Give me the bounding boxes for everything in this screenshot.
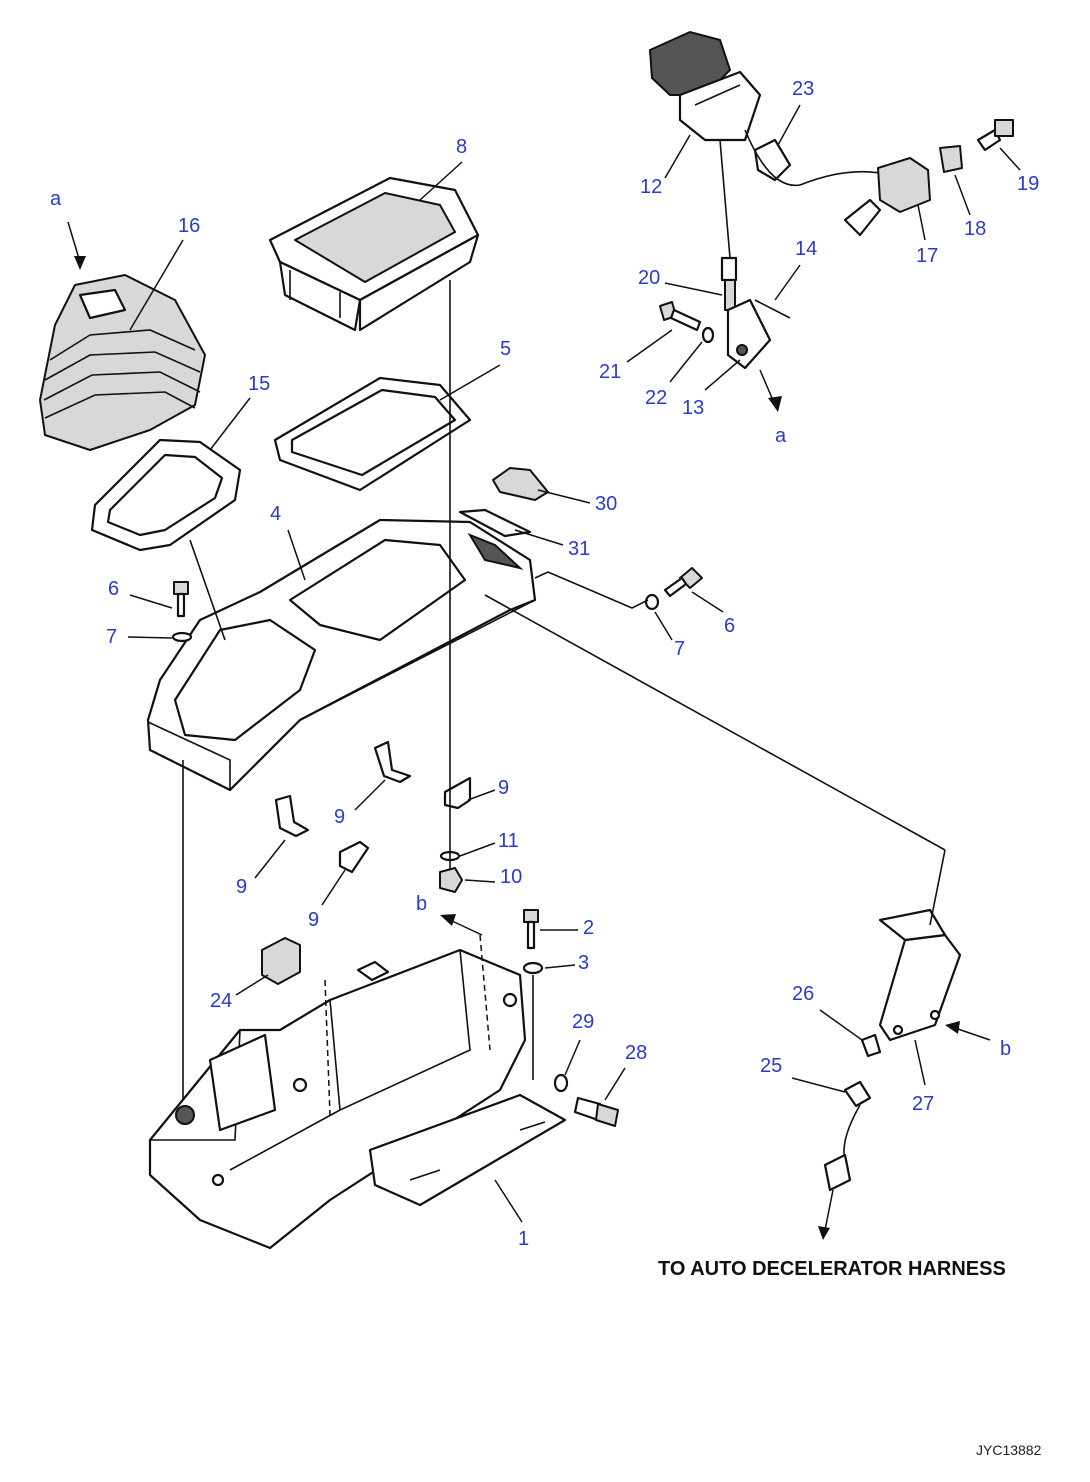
part-12-knob [648,30,762,142]
callout-16: 16 [178,215,200,237]
callout-19: 19 [1017,173,1039,195]
part-31-plate [458,508,532,538]
ref-a-top: a [50,188,62,210]
callout-24: 24 [210,990,232,1012]
part-29-washer [553,1073,569,1093]
callout-28: 28 [625,1042,647,1064]
callout-31: 31 [568,538,590,560]
callout-10: 10 [500,866,522,888]
part-27-bracket [878,908,962,1042]
assembly-lines [182,139,946,1116]
callout-13: 13 [682,397,704,419]
harness-caption: TO AUTO DECELERATOR HARNESS [658,1258,1006,1280]
part-20-shaft [720,256,738,311]
callout-7-right: 7 [674,638,685,660]
callout-20: 20 [638,267,660,289]
callout-4: 4 [270,503,281,525]
part-17-switch [843,157,931,237]
callout-3: 3 [578,952,589,974]
part-2-bolt [523,909,539,950]
part-15-frame [90,438,242,552]
callout-23: 23 [792,78,814,100]
part-18-cover [939,145,963,173]
callout-6-right: 6 [724,615,735,637]
ref-a-right: a [775,425,787,447]
callout-29: 29 [572,1011,594,1033]
part-10-nut [439,867,463,893]
part-26-clip [860,1033,882,1058]
callout-9-d: 9 [498,777,509,799]
part-6-bolt-right [663,567,703,598]
reference-arrows [67,221,991,1240]
part-24-relay [261,937,301,985]
part-9-brackets [274,740,472,874]
part-1-console-base [148,948,567,1250]
part-25-connector [823,1080,872,1192]
callout-9-b: 9 [236,876,247,898]
callout-11: 11 [498,830,519,852]
part-19-screw [976,119,1014,152]
callout-8: 8 [456,136,467,158]
ref-b-right: b [1000,1038,1011,1060]
part-6-bolt-left [173,581,189,618]
callout-30: 30 [595,493,617,515]
part-30-cap [492,467,549,501]
leader-lines [127,104,1021,1223]
callout-1: 1 [518,1228,529,1250]
callout-7-left: 7 [106,626,117,648]
callout-18: 18 [964,218,986,240]
callout-22: 22 [645,387,667,409]
callout-17: 17 [916,245,938,267]
callout-9-c: 9 [308,909,319,931]
ref-b-left: b [416,893,427,915]
part-3-washer [522,961,544,975]
callout-5: 5 [500,338,511,360]
callout-labels: 16 15 8 5 4 30 31 6 7 6 7 9 9 9 9 11 10 … [50,78,1039,1250]
part-21-bolt [659,301,702,332]
callout-21: 21 [599,361,621,383]
part-7-washer-left [171,631,193,643]
callout-14: 14 [795,238,817,260]
part-13-lever-base [726,298,772,370]
part-4-console-cover [146,518,537,792]
part-5-frame [273,376,472,492]
part-14-pin [754,299,791,319]
callout-25: 25 [760,1055,782,1077]
callout-6-left: 6 [108,578,119,600]
part-7-washer-right [644,593,660,611]
callout-2: 2 [583,917,594,939]
part-16-boot [39,274,206,451]
part-28-bolt [573,1096,619,1127]
callout-27: 27 [912,1093,934,1115]
drawing-code: JYC13882 [976,1442,1042,1458]
callout-26: 26 [792,983,814,1005]
part-23-clamp [744,129,891,187]
callout-9-a: 9 [334,806,345,828]
callout-15: 15 [248,373,270,395]
part-22-washer [701,326,715,344]
callout-12: 12 [640,176,662,198]
part-8-monitor [268,176,480,332]
